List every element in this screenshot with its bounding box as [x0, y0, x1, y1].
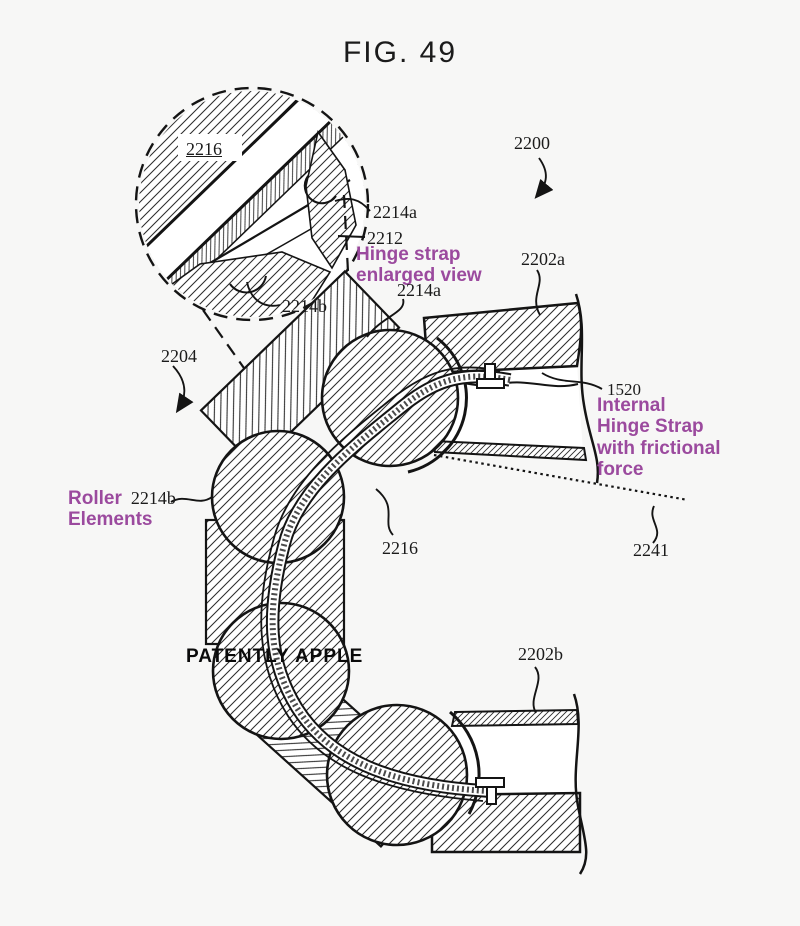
leader-2202b — [532, 666, 540, 714]
enlarged-view-drawing — [139, 91, 365, 317]
leader-2241 — [651, 505, 659, 544]
watermark: PATENTLY APPLE — [186, 646, 364, 667]
lower-seat-arc — [449, 710, 481, 815]
enlarged-view-dashed-circle — [134, 86, 370, 322]
leader-2200 — [534, 157, 554, 199]
leader-2214b-main — [170, 496, 213, 503]
caption-internal-hinge-strap: Internal Hinge Strap with frictional for… — [597, 395, 721, 480]
leader-2216-main — [375, 488, 394, 536]
label-2216-main: 2216 — [382, 538, 418, 558]
leader-2212-enlarged — [337, 235, 366, 238]
leader-2204 — [172, 365, 194, 414]
label-2241: 2241 — [633, 540, 669, 560]
upper-housing — [422, 293, 600, 484]
label-2200: 2200 — [514, 133, 550, 153]
lower-housing — [430, 693, 588, 875]
label-2214a-main: 2214a — [397, 280, 441, 300]
upper-seat-arc — [407, 336, 468, 474]
label-2214a-enlarged: 2214a — [373, 202, 417, 222]
label-2204: 2204 — [161, 346, 197, 366]
figure-title: FIG. 49 — [342, 36, 458, 69]
label-1520: 1520 — [607, 380, 641, 399]
caption-hinge-strap-enlarged-view: Hinge strap enlarged view — [356, 244, 482, 287]
label-2216-enlarged: 2216 — [186, 139, 222, 159]
label-2214b-enlarged: 2214b — [282, 296, 327, 316]
leader-lines — [170, 157, 659, 714]
hinge-strap — [260, 366, 512, 802]
leader-2214b-enlarged — [246, 281, 281, 307]
t-pin-lower — [475, 777, 505, 805]
t-pin-upper — [476, 363, 505, 389]
roller-1 — [320, 328, 460, 468]
leader-2214a-enlarged — [334, 198, 371, 212]
leader-2202a — [535, 269, 541, 316]
label-2202a: 2202a — [521, 249, 565, 269]
label-2202b: 2202b — [518, 644, 563, 664]
friction-dotted-line — [433, 453, 689, 502]
label-2214b-main: 2214b — [130, 488, 176, 508]
leader-1520 — [541, 372, 603, 390]
leader-2214a-main — [366, 298, 405, 338]
label-2212-enlarged: 2212 — [367, 228, 403, 248]
